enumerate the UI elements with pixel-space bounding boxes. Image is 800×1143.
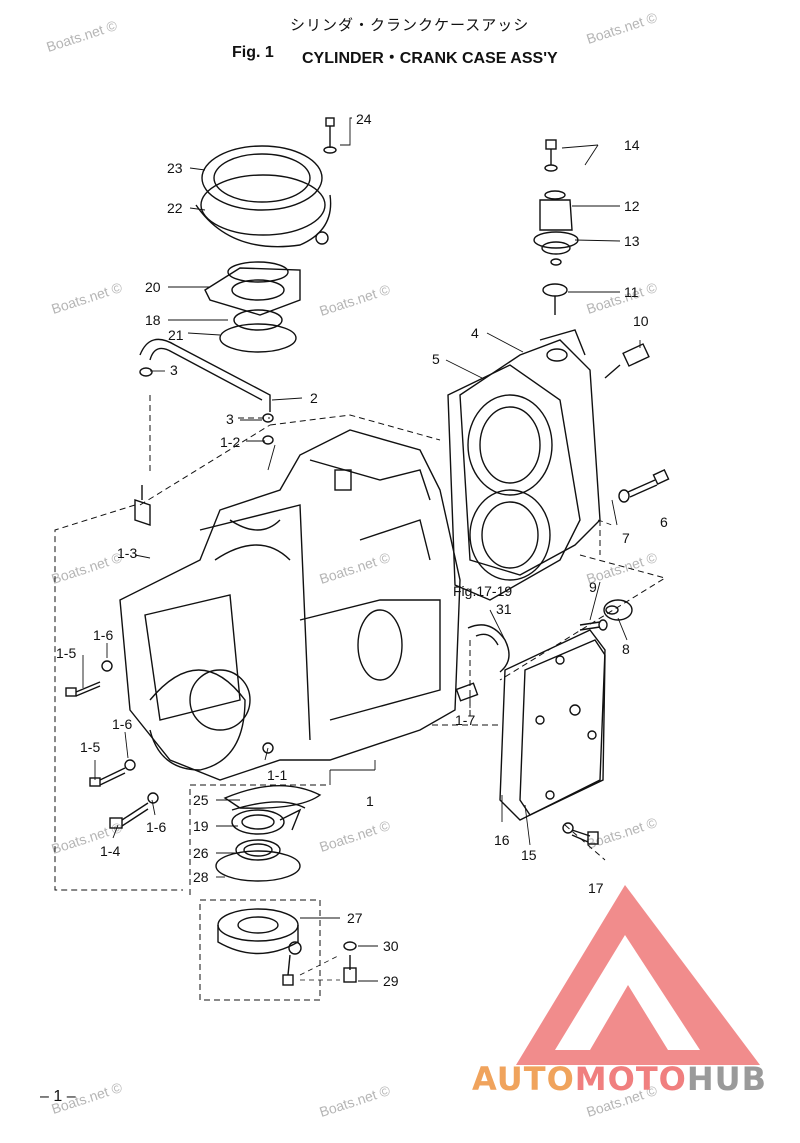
callout-3: 3 bbox=[170, 362, 178, 378]
brand-part-moto: MOTO bbox=[574, 1060, 687, 1098]
callout-23: 23 bbox=[167, 160, 183, 176]
callout-1-1: 1-1 bbox=[267, 767, 287, 783]
bolt-1-5 bbox=[65, 660, 113, 697]
callout-1-6b: 1-6 bbox=[112, 716, 132, 732]
bolt-9 bbox=[579, 619, 608, 631]
callout-1-6c: 1-6 bbox=[146, 819, 166, 835]
callout-5: 5 bbox=[432, 351, 440, 367]
callout-29: 29 bbox=[383, 973, 399, 989]
sensor-10 bbox=[604, 343, 650, 379]
callout-9: 9 bbox=[589, 579, 597, 595]
cylinder-head-4-gasket-5 bbox=[447, 329, 601, 601]
callout-10: 10 bbox=[633, 313, 649, 329]
callout-1-5b: 1-5 bbox=[80, 739, 100, 755]
callout-26: 26 bbox=[193, 845, 209, 861]
page-number: – 1 – bbox=[40, 1088, 76, 1105]
cover-15-gasket-16 bbox=[499, 629, 606, 821]
dashed-leaders bbox=[299, 519, 613, 981]
bolt-1-4 bbox=[109, 792, 159, 829]
callout-1-4: 1-4 bbox=[100, 843, 120, 859]
callout-18: 18 bbox=[145, 312, 161, 328]
callout-13: 13 bbox=[624, 233, 640, 249]
callout-20: 20 bbox=[145, 279, 161, 295]
callout-15: 15 bbox=[521, 847, 537, 863]
callout-11: 11 bbox=[624, 284, 639, 300]
callout-14: 14 bbox=[624, 137, 640, 153]
callout-6: 6 bbox=[660, 514, 668, 530]
assembly-boundary bbox=[54, 395, 667, 1001]
callout-16: 16 bbox=[494, 832, 510, 848]
bearing-housing-20 bbox=[204, 261, 301, 353]
figure-number: Fig. 1 bbox=[232, 44, 274, 61]
callout-2: 2 bbox=[310, 390, 318, 406]
callout-3b: 3 bbox=[226, 411, 234, 427]
callout-1-7: 1-7 bbox=[455, 712, 475, 728]
callout-1-5a: 1-5 bbox=[56, 645, 76, 661]
seal-parts-19-28 bbox=[215, 785, 322, 882]
grommet-8 bbox=[603, 599, 633, 621]
callout-8: 8 bbox=[622, 641, 630, 657]
callout-17: 17 bbox=[588, 880, 604, 896]
bolt-6 bbox=[618, 469, 670, 503]
callout-30: 30 bbox=[383, 938, 399, 954]
callout-28: 28 bbox=[193, 869, 209, 885]
brand-part-auto: AUTO bbox=[472, 1060, 575, 1098]
callout-4: 4 bbox=[471, 325, 479, 341]
crank-case-1 bbox=[119, 429, 461, 781]
callout-1-6a: 1-6 bbox=[93, 627, 113, 643]
housing-27 bbox=[217, 908, 302, 986]
hose-2 bbox=[139, 338, 274, 445]
thermostat-parts-11-14 bbox=[533, 139, 579, 315]
hose-31 bbox=[455, 624, 510, 702]
callout-19: 19 bbox=[193, 818, 209, 834]
callout-labels: 24 23 22 20 18 21 3 2 3 1-2 1-3 1-6 1-5 … bbox=[56, 111, 668, 989]
callout-21: 21 bbox=[168, 327, 184, 343]
callout-31: 31 bbox=[496, 601, 512, 617]
bolt-29-washer-30 bbox=[343, 941, 357, 983]
automotohub-logo bbox=[516, 885, 760, 1065]
callout-fig-17-19: Fig.17-19 bbox=[453, 583, 512, 599]
callout-27: 27 bbox=[347, 910, 363, 926]
flange-part-22-23 bbox=[195, 145, 332, 248]
callout-12: 12 bbox=[624, 198, 640, 214]
brand-part-hub: HUB bbox=[686, 1060, 768, 1098]
bolt-24 bbox=[323, 117, 337, 154]
bolt-17 bbox=[562, 822, 599, 845]
callout-22: 22 bbox=[167, 200, 183, 216]
callout-7: 7 bbox=[622, 530, 630, 546]
callout-1-2: 1-2 bbox=[220, 434, 240, 450]
callout-24: 24 bbox=[356, 111, 372, 127]
japanese-title: シリンダ・クランクケースアッシ bbox=[290, 16, 530, 34]
callout-1-3: 1-3 bbox=[117, 545, 137, 561]
callout-25: 25 bbox=[193, 792, 209, 808]
brand-logo-text: AUTOMOTOHUB bbox=[472, 1060, 767, 1098]
callout-1: 1 bbox=[366, 793, 374, 809]
bolt-1-5-lower bbox=[89, 759, 136, 787]
figure-title: CYLINDER・CRANK CASE ASS'Y bbox=[302, 50, 558, 67]
